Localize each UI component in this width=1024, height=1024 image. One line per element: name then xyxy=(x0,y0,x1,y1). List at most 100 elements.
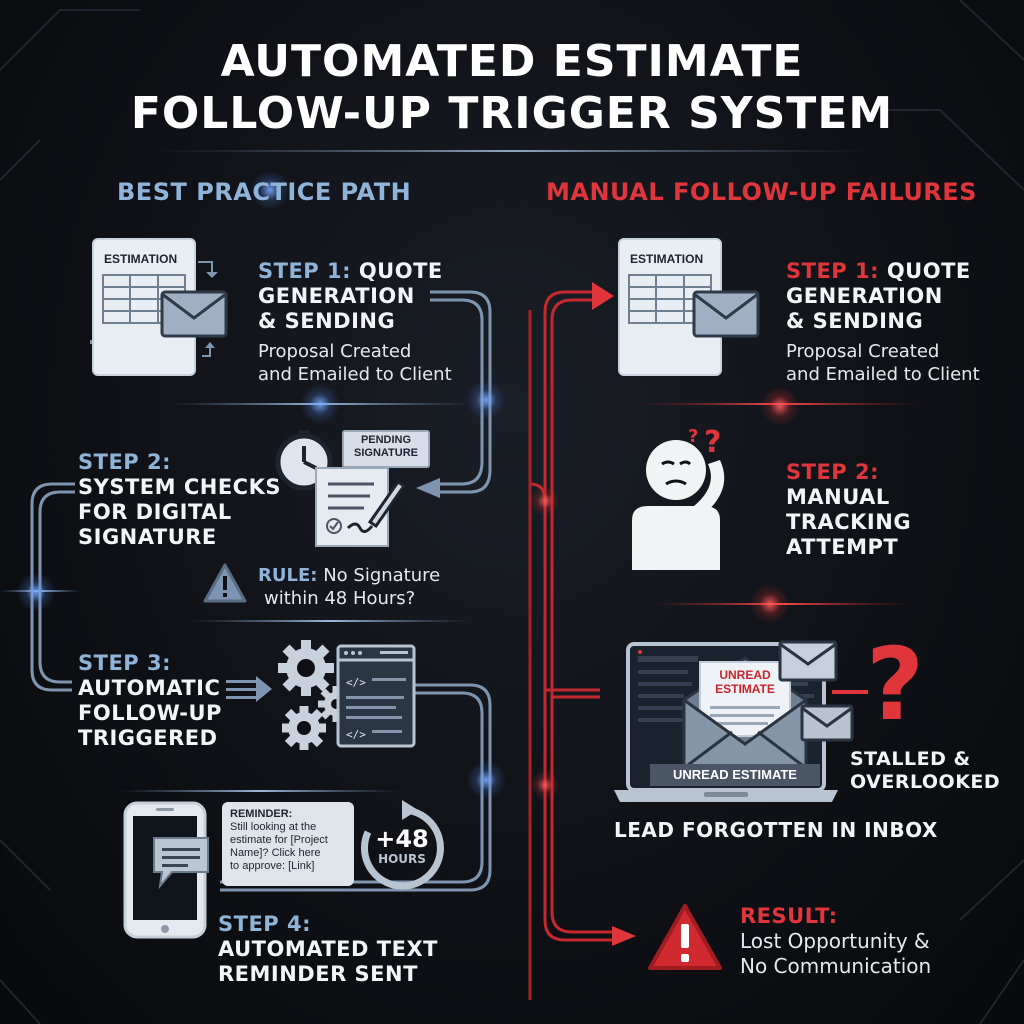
estimate-document-envelope-icon: ESTIMATION xyxy=(620,240,760,380)
inbox-caption: LEAD FORGOTTEN IN INBOX xyxy=(614,818,938,842)
timer-unit: HOURS xyxy=(378,852,426,866)
envelope-icon xyxy=(800,704,854,742)
left-step3-title-line1: AUTOMATIC xyxy=(78,676,221,700)
right-step1-label: STEP 1: xyxy=(786,259,880,283)
title-divider xyxy=(150,150,874,152)
left-step2-rule: RULE: No Signature within 48 Hours? xyxy=(258,564,440,610)
right-step1-title-line3: & SENDING xyxy=(786,309,924,333)
gears-icon xyxy=(278,640,354,750)
arrow-up-icon xyxy=(202,342,215,357)
title-line-2: FOLLOW-UP TRIGGER SYSTEM xyxy=(130,88,894,139)
reminder-line1: Still looking at the xyxy=(230,821,317,833)
reminder-line2: estimate for [Project xyxy=(230,834,328,846)
right-step1-title: STEP 1: QUOTE GENERATION & SENDING xyxy=(786,259,971,334)
left-step2-title-line3: SIGNATURE xyxy=(78,525,217,549)
warning-triangle-icon xyxy=(203,563,247,603)
reminder-bubble: REMINDER: Still looking at the estimate … xyxy=(222,802,354,886)
stalled-label: STALLED & OVERLOOKED xyxy=(850,748,1000,794)
left-step3-title: STEP 3: AUTOMATIC FOLLOW-UP TRIGGERED xyxy=(78,651,222,751)
svg-text:?: ? xyxy=(704,425,721,460)
result-line1: Lost Opportunity & xyxy=(740,929,930,953)
reminder-line4: to approve: [Link] xyxy=(230,860,315,872)
envelope-icon xyxy=(778,640,838,682)
warning-triangle-icon xyxy=(648,904,722,970)
glow-dot xyxy=(466,760,506,800)
red-arrowhead xyxy=(592,282,614,310)
left-step2-title-line2: FOR DIGITAL xyxy=(78,500,232,524)
glow-dot xyxy=(530,770,560,800)
right-step1-title-rest: QUOTE xyxy=(886,259,971,283)
reminder-head: REMINDER: xyxy=(230,808,293,820)
glow-dot xyxy=(750,584,790,624)
envelope-icon xyxy=(692,290,760,338)
rule-label: RULE: xyxy=(258,565,318,586)
estimate-document-envelope-icon: ESTIMATION xyxy=(94,240,234,380)
rule-text-2: within 48 Hours? xyxy=(264,588,416,609)
envelope-icon xyxy=(160,290,228,338)
left-step1-desc-line2: and Emailed to Client xyxy=(258,364,452,385)
left-step2-title: STEP 2: SYSTEM CHECKS FOR DIGITAL SIGNAT… xyxy=(78,450,281,550)
glow-dot xyxy=(300,384,340,424)
glow-dot xyxy=(250,170,290,210)
left-step4-title-line2: REMINDER SENT xyxy=(218,962,418,986)
left-step2-label: STEP 2: xyxy=(78,450,172,474)
right-step2-label: STEP 2: xyxy=(786,460,880,484)
left-column-header: BEST PRACTICE PATH xyxy=(117,178,412,206)
svg-text:?: ? xyxy=(688,426,698,447)
svg-text:</>: </> xyxy=(346,728,366,741)
left-step4-title-line1: AUTOMATED TEXT xyxy=(218,937,438,961)
left-step1-title-line3: & SENDING xyxy=(258,309,396,333)
glow-dot xyxy=(466,380,506,420)
page-title: AUTOMATED ESTIMATE FOLLOW-UP TRIGGER SYS… xyxy=(0,36,1024,140)
timer-label: +48 HOURS xyxy=(360,826,444,866)
right-step1-desc: Proposal Created and Emailed to Client xyxy=(786,340,980,386)
confused-person-icon: ? ? xyxy=(632,425,725,570)
blue-separator xyxy=(190,620,470,622)
right-step1-title-line2: GENERATION xyxy=(786,284,943,308)
pending-tag-line1: PENDING xyxy=(360,434,412,446)
reminder-line3: Name]? Click here xyxy=(230,847,321,859)
right-step1-desc-line2: and Emailed to Client xyxy=(786,364,980,385)
unread-card-line1: UNREAD xyxy=(719,668,771,682)
left-step3-label: STEP 3: xyxy=(78,651,172,675)
blue-arrowhead xyxy=(416,478,440,498)
right-step2-title-line3: ATTEMPT xyxy=(786,535,899,559)
pending-tag-line2: SIGNATURE xyxy=(354,447,418,459)
svg-text:</>: </> xyxy=(346,676,366,689)
unread-estimate-card: UNREAD ESTIMATE xyxy=(700,668,790,696)
question-mark-icon: ? xyxy=(866,626,925,743)
left-step1-desc: Proposal Created and Emailed to Client xyxy=(258,340,452,386)
left-step3-title-line3: TRIGGERED xyxy=(78,726,218,750)
left-step3-title-line2: FOLLOW-UP xyxy=(78,701,222,725)
chat-bubble-icon xyxy=(153,837,209,890)
code-window-icon: </> </> xyxy=(336,644,416,748)
title-line-1: AUTOMATED ESTIMATE xyxy=(220,36,804,87)
pending-signature-tag: PENDING SIGNATURE xyxy=(342,430,430,468)
result-line2: No Communication xyxy=(740,954,932,978)
glow-dot xyxy=(16,572,56,612)
unread-estimate-banner: UNREAD ESTIMATE xyxy=(650,764,820,786)
step3-arrow xyxy=(226,676,272,702)
open-envelope-icon xyxy=(682,656,808,770)
left-step1-desc-line1: Proposal Created xyxy=(258,341,412,362)
unread-card-line2: ESTIMATE xyxy=(715,682,775,696)
left-step1-label: STEP 1: xyxy=(258,259,352,283)
right-step2-title: STEP 2: MANUAL TRACKING ATTEMPT xyxy=(786,460,911,560)
red-arrowhead xyxy=(612,926,636,946)
left-step4-label: STEP 4: xyxy=(218,912,312,936)
right-column-header: MANUAL FOLLOW-UP FAILURES xyxy=(546,178,977,206)
rule-text-1: No Signature xyxy=(323,565,441,586)
stalled-line2: OVERLOOKED xyxy=(850,771,1001,793)
arrow-in-icon xyxy=(198,261,218,278)
red-flow-wire xyxy=(529,290,615,942)
right-step1-desc-line1: Proposal Created xyxy=(786,341,940,362)
left-step2-title-line1: SYSTEM CHECKS xyxy=(78,475,281,499)
blue-separator xyxy=(120,790,400,792)
timer-value: +48 xyxy=(375,825,429,853)
result-label: RESULT: xyxy=(740,904,838,928)
right-step2-title-line2: TRACKING xyxy=(786,510,912,534)
glow-dot xyxy=(530,486,560,516)
estimate-card-header: ESTIMATION xyxy=(104,252,178,266)
estimate-card-header: ESTIMATION xyxy=(630,252,704,266)
left-step1-title: STEP 1: QUOTE GENERATION & SENDING xyxy=(258,259,443,334)
